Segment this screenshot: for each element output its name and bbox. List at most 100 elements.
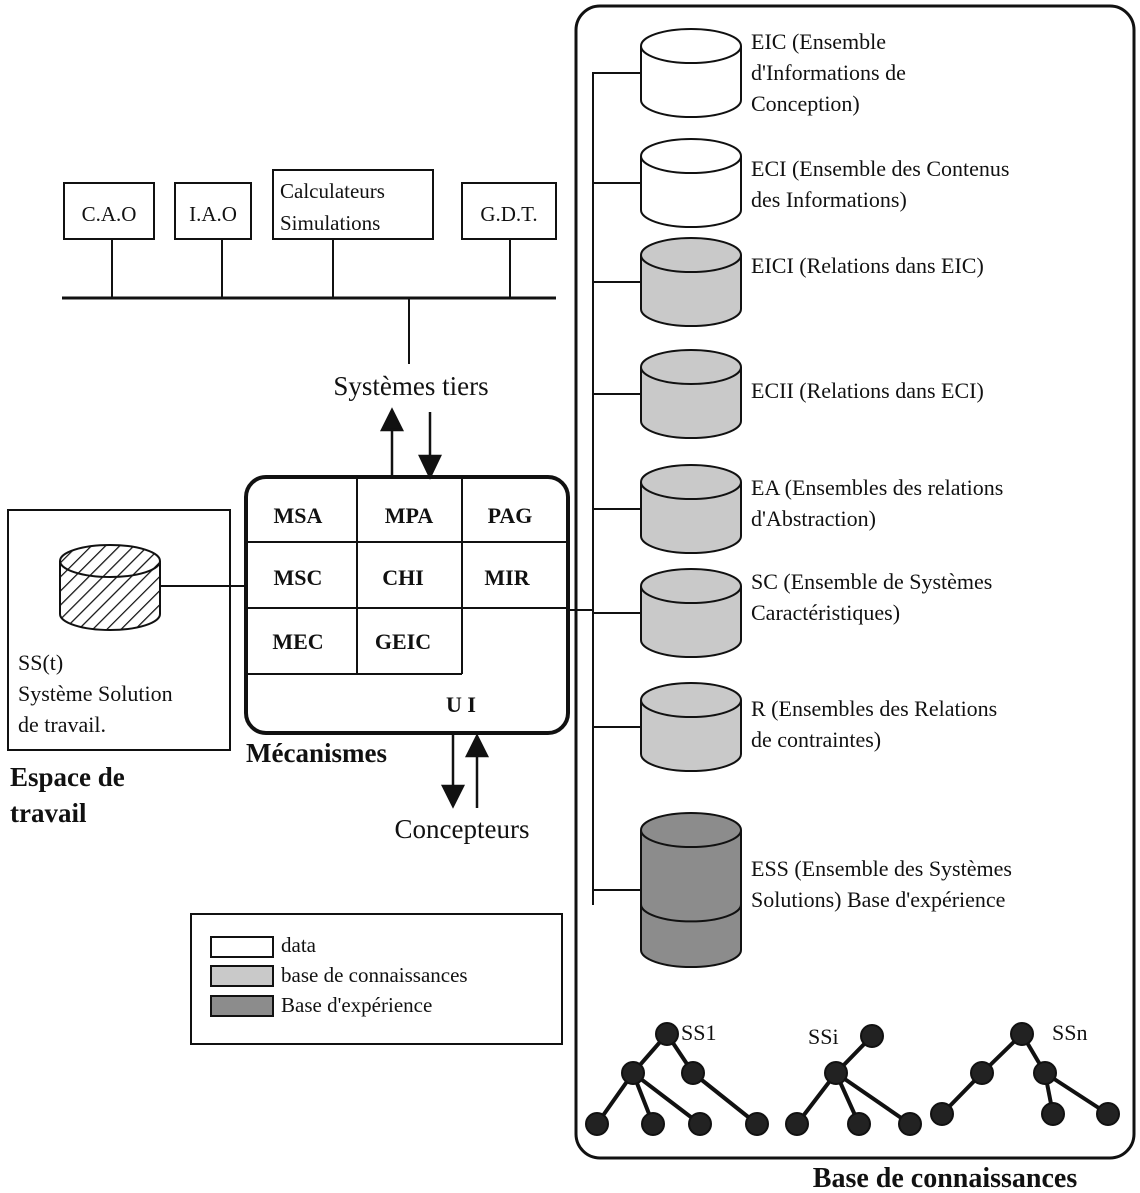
solution-tree-1: SSi bbox=[785, 1024, 922, 1136]
third-party-arrows bbox=[379, 407, 442, 480]
arrow-up-icon bbox=[379, 407, 405, 432]
cylinder-body bbox=[640, 255, 742, 327]
iao-box bbox=[174, 182, 252, 240]
mech-cell-msc: MSC bbox=[274, 565, 323, 590]
cylinder-body bbox=[640, 586, 742, 658]
tree-edge bbox=[1043, 1071, 1110, 1116]
mech-cell-geic: GEIC bbox=[375, 629, 431, 654]
tree-node bbox=[860, 1024, 884, 1048]
cylinder-body bbox=[640, 367, 742, 439]
mech-cell-msa: MSA bbox=[274, 503, 323, 528]
kb-store-5: SC (Ensemble de SystèmesCaractéristiques… bbox=[593, 568, 992, 658]
tree-node bbox=[681, 1061, 705, 1085]
kb-store-6: R (Ensembles des Relations de contraintes… bbox=[593, 682, 997, 772]
kb-store-label: SC (Ensemble de Systèmes bbox=[751, 569, 992, 594]
legend-swatch-data bbox=[210, 936, 274, 958]
third-party-systems bbox=[62, 169, 557, 364]
arrow-up-icon bbox=[464, 733, 490, 758]
cylinder-top bbox=[640, 464, 742, 500]
ss-cylinder bbox=[59, 544, 161, 631]
cylinder-top bbox=[640, 568, 742, 604]
cylinder-top bbox=[640, 349, 742, 385]
legend-item-data: data bbox=[281, 933, 317, 957]
ss-label-2: Système Solution bbox=[18, 681, 173, 706]
tree-node bbox=[585, 1112, 609, 1136]
tree-node bbox=[655, 1022, 679, 1046]
cylinder-body bbox=[640, 156, 742, 228]
kb-store-label: EA (Ensembles des relations bbox=[751, 475, 1003, 500]
designers-label: Concepteurs bbox=[395, 814, 530, 844]
tree-node bbox=[641, 1112, 665, 1136]
arrow-down-icon bbox=[440, 784, 466, 809]
knowledge-base-frame bbox=[568, 4, 1136, 1160]
tree-label: SSi bbox=[808, 1024, 839, 1049]
kb-store-label: ECI (Ensemble des Contenus bbox=[751, 156, 1009, 181]
tree-edge bbox=[631, 1071, 702, 1126]
solution-tree-2: SSn bbox=[930, 1020, 1120, 1126]
mech-ui-label: U I bbox=[446, 692, 476, 717]
tree-node bbox=[1096, 1102, 1120, 1126]
mechanisms-block bbox=[244, 475, 570, 735]
cylinder-top bbox=[640, 28, 742, 64]
kb-store-label: de contraintes) bbox=[751, 727, 881, 752]
tree-node bbox=[1010, 1022, 1034, 1046]
designer-arrows bbox=[440, 733, 490, 809]
cylinder-body bbox=[640, 482, 742, 554]
mech-cell-mec: MEC bbox=[272, 629, 323, 654]
tree-node bbox=[745, 1112, 769, 1136]
tree-node bbox=[688, 1112, 712, 1136]
kb-tree-list: SS1 SSi SSn bbox=[585, 1020, 1120, 1136]
kb-store-label: ECII (Relations dans ECI) bbox=[751, 378, 984, 403]
kb-store-label: R (Ensembles des Relations bbox=[751, 696, 997, 721]
tree-edge bbox=[691, 1071, 759, 1126]
kb-store-label: EICI (Relations dans EIC) bbox=[751, 253, 984, 278]
kb-store-label: Caractéristiques) bbox=[751, 600, 900, 625]
calculateurs-label: Calculateurs bbox=[280, 179, 385, 203]
workspace-title-2: travail bbox=[10, 798, 87, 828]
iao-label: I.A.O bbox=[189, 202, 237, 226]
solution-tree-0: SS1 bbox=[585, 1020, 769, 1136]
knowledge-base-title: Base de connaissances bbox=[813, 1163, 1078, 1193]
workspace-title-1: Espace de bbox=[10, 762, 125, 792]
tree-node bbox=[621, 1061, 645, 1085]
legend bbox=[190, 913, 563, 1045]
mech-cell-chi: CHI bbox=[382, 565, 424, 590]
cylinder-top bbox=[640, 237, 742, 273]
gdt-box bbox=[461, 182, 557, 240]
cylinder-body bbox=[640, 830, 742, 968]
kb-store-label: Solutions) Base d'expérience bbox=[751, 887, 1005, 912]
cylinder-top bbox=[640, 682, 742, 718]
kb-store-label: EIC (Ensemble bbox=[751, 29, 886, 54]
tree-edge bbox=[834, 1071, 912, 1126]
cylinder-top bbox=[640, 138, 742, 174]
legend-item-knowledge: base de connaissances bbox=[281, 963, 468, 987]
tree-node bbox=[847, 1112, 871, 1136]
kb-store-2: EICI (Relations dans EIC) bbox=[593, 237, 984, 327]
calculateurs-box bbox=[272, 169, 434, 240]
cao-box bbox=[63, 182, 155, 240]
third-party-label: Systèmes tiers bbox=[333, 371, 488, 401]
mech-cell-mir: MIR bbox=[484, 565, 530, 590]
kb-store-3: ECII (Relations dans ECI) bbox=[593, 349, 984, 439]
tree-node bbox=[785, 1112, 809, 1136]
tree-node bbox=[930, 1102, 954, 1126]
cylinder-body bbox=[640, 700, 742, 772]
legend-swatch-experience bbox=[210, 995, 274, 1017]
cao-label: C.A.O bbox=[82, 202, 137, 226]
kb-store-label: Conception) bbox=[751, 91, 860, 116]
cylinder-body bbox=[640, 46, 742, 118]
arrow-down-icon bbox=[418, 454, 442, 480]
tree-node bbox=[898, 1112, 922, 1136]
kb-store-label: ESS (Ensemble des Systèmes bbox=[751, 856, 1012, 881]
workspace-box bbox=[7, 509, 246, 751]
gdt-label: G.D.T. bbox=[480, 202, 537, 226]
legend-swatch-knowledge bbox=[210, 965, 274, 987]
kb-store-4: EA (Ensembles des relationsd'Abstraction… bbox=[593, 464, 1003, 554]
simulations-label: Simulations bbox=[280, 211, 380, 235]
ss-label-1: SS(t) bbox=[18, 650, 63, 675]
ss-label-3: de travail. bbox=[18, 712, 106, 737]
cylinder-top bbox=[640, 812, 742, 848]
